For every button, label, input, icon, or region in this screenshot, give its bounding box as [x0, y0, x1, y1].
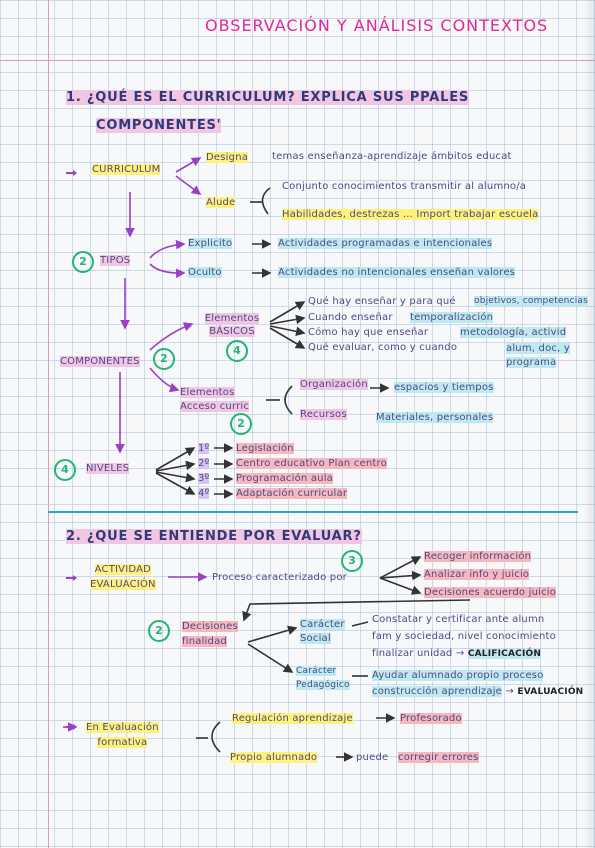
bullet-arrow-icon — [66, 724, 77, 730]
profesorado-text: Profesorado — [400, 713, 462, 724]
proceso-item: Recoger información — [424, 551, 532, 562]
proceso-item: Analizar info y juicio — [424, 569, 530, 580]
nivel-text: Centro educativo Plan centro — [236, 458, 387, 469]
designa-text: temas enseñanza-aprendizaje ámbitos educ… — [272, 151, 512, 162]
bullet-arrow-icon — [66, 575, 77, 581]
alude-label: Alude — [206, 197, 236, 208]
tipos-label: TIPOS — [100, 255, 131, 266]
nivel-number: 4º — [198, 488, 210, 499]
elementos-basicos-label: Elementos BÁSICOS — [204, 313, 260, 337]
section1-heading-line1: 1. ¿QUÉ ES EL CURRICULUM? EXPLICA SUS PP… — [66, 90, 470, 105]
basicos-item-q: Cuando enseñar — [308, 312, 393, 323]
proceso-text: Proceso caracterizado por — [212, 572, 347, 583]
count-badge: 3 — [341, 550, 363, 572]
count-badge: 2 — [72, 251, 94, 273]
oculto-label: Oculto — [188, 267, 222, 278]
designa-label: Designa — [206, 152, 249, 163]
nivel-number: 2º — [198, 458, 210, 469]
componentes-label: COMPONENTES — [60, 356, 140, 367]
section-divider — [48, 511, 578, 513]
explicito-text: Actividades programadas e intencionales — [278, 238, 493, 249]
corregir-text: corregir errores — [398, 752, 479, 763]
explicito-label: Explicito — [188, 238, 233, 249]
nivel-text: Programación aula — [236, 473, 334, 484]
header-rule — [0, 60, 595, 61]
bullet-arrow-icon — [66, 170, 77, 176]
pedagogico-text-1: Ayudar alumnado propio proceso — [372, 670, 544, 681]
margin-line — [48, 0, 49, 848]
elementos-acceso-label: Elementos Acceso curric — [180, 387, 250, 412]
basicos-item-q: Cómo hay que enseñar — [308, 327, 429, 338]
oculto-text: Actividades no intencionales enseñan val… — [278, 267, 516, 278]
niveles-label: NIVELES — [86, 463, 130, 474]
nivel-text: Adaptación curricular — [236, 488, 348, 499]
social-text-2: fam y sociedad, nivel conocimiento — [372, 631, 556, 642]
count-badge: 2 — [153, 348, 175, 370]
alude-text-2: Habilidades, destrezas ... Import trabaj… — [282, 209, 539, 220]
pedagogico-text-2: construcción aprendizaje → EVALUACIÓN — [372, 686, 584, 697]
organizacion-text: espacios y tiempos — [394, 382, 494, 393]
count-badge: 2 — [148, 620, 170, 642]
basicos-item-a: metodología, activid — [460, 327, 567, 338]
basicos-item-q: Qué evaluar, como y cuando — [308, 342, 458, 353]
social-text-1: Constatar y certificar ante alumn — [372, 614, 545, 625]
count-badge: 2 — [230, 413, 252, 435]
organizacion-label: Organización — [300, 379, 368, 390]
basicos-item-a: objetivos, competencias — [474, 296, 589, 306]
page-edge-shadow — [583, 0, 595, 848]
recursos-text: Materiales, personales — [376, 412, 494, 423]
basicos-item-q: Qué hay enseñar y para qué — [308, 296, 456, 307]
nivel-number: 1º — [198, 443, 210, 454]
regulacion-text: Regulación aprendizaje — [232, 713, 353, 724]
section1-heading-line2: COMPONENTES' — [96, 118, 222, 133]
count-badge: 4 — [226, 340, 248, 362]
page-title: OBSERVACIÓN Y ANÁLISIS CONTEXTOS — [205, 16, 549, 35]
alude-text-1: Conjunto conocimientos transmitir al alu… — [282, 181, 527, 192]
nivel-text: Legislación — [236, 443, 294, 454]
propio-alumnado-text: Propio alumnado — [230, 752, 318, 763]
nivel-number: 3º — [198, 473, 210, 484]
curriculum-label: CURRICULUM — [92, 164, 161, 175]
social-text-3: finalizar unidad → CALIFICACIÓN — [372, 648, 542, 659]
puede-text: puede — [356, 752, 389, 763]
basicos-item-a: alum, doc, y programa — [506, 343, 570, 368]
recursos-label: Recursos — [300, 409, 347, 420]
section2-heading: 2. ¿QUE SE ENTIENDE POR EVALUAR? — [66, 529, 362, 544]
basicos-item-a: temporalización — [410, 312, 494, 323]
proceso-item: Decisiones acuerdo juicio — [424, 587, 557, 598]
count-badge: 4 — [54, 459, 76, 481]
